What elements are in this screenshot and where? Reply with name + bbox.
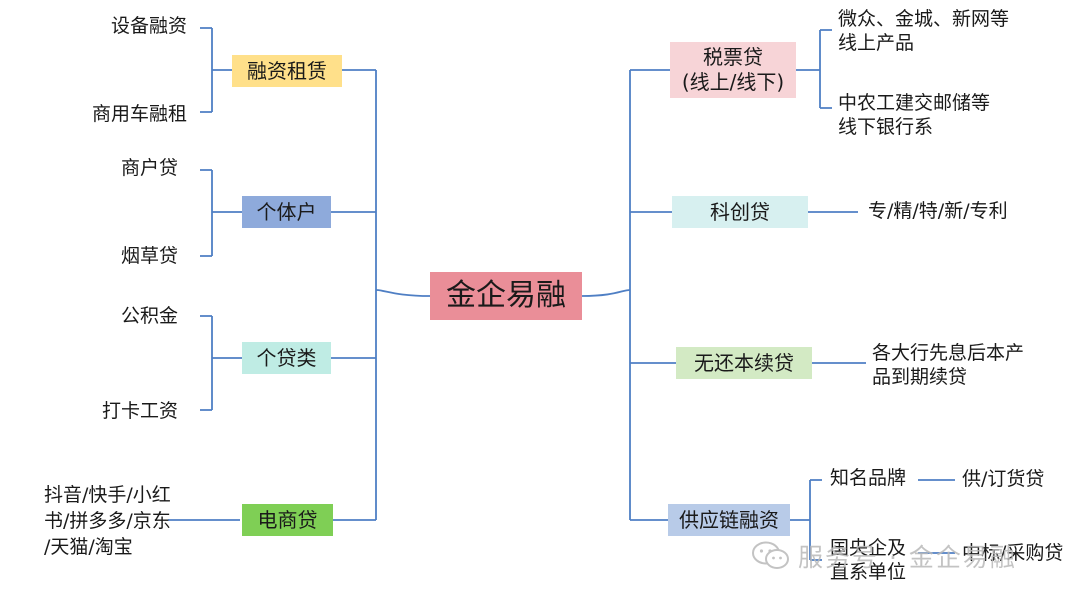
platforms-line-3: /天猫/淘宝 [44,536,133,558]
leaf-line1: 中农工建交邮储等 [838,92,991,114]
connector-center-left [375,289,431,297]
platforms-line-1: 抖音/快手/小红 [44,484,171,506]
node-label-line2: (线上/线下) [681,70,785,94]
center-node[interactable]: 金企易融 [430,272,582,320]
node-rongzi-zulin[interactable]: 融资租赁 [232,55,342,87]
leaf-xianshang-chanpin: 微众、金城、新网等 线上产品 [838,8,1009,56]
leaf-line2: 品到期续贷 [872,365,968,388]
connector-center-right [581,289,631,297]
sub-line1: 国央企及 [830,537,907,559]
node-label: 无还本续贷 [694,350,794,375]
sub-guoyangqi: 国央企及 直系单位 [830,537,906,585]
node-dianshangdai[interactable]: 电商贷 [242,504,333,536]
node-kechuangdai[interactable]: 科创贷 [672,196,808,228]
node-label-line1: 税票贷 [703,45,763,69]
bracket-shuipiao [796,29,832,109]
bracket-gongying [790,479,822,561]
leaf-shebei-rongzi: 设备融资 [110,15,187,37]
leaf-dianshang-platforms: 抖音/快手/小红 书/拼多多/京东 /天猫/淘宝 [44,482,171,560]
node-label: 供应链融资 [679,507,779,532]
node-shuipiaodai[interactable]: 税票贷 (线上/线下) [670,42,796,98]
sub-zhiming-pinpai: 知名品牌 [830,467,907,489]
node-gedailei[interactable]: 个贷类 [242,342,331,374]
leaf-zhuanjingtexin: 专/精/特/新/专利 [868,200,1008,222]
leaf-yancaodai: 烟草贷 [120,245,178,267]
leaf-gongjijin: 公积金 [120,305,178,327]
leaf-shanghudai: 商户贷 [120,157,178,179]
platforms-line-2: 书/拼多多/京东 [44,510,171,532]
node-label: 个贷类 [256,345,317,370]
node-getihu[interactable]: 个体户 [242,196,331,228]
wechat-icon [752,541,789,569]
node-label: 个体户 [256,199,317,224]
sub-line2: 直系单位 [830,560,907,583]
watermark-text: 服务号 · 金企易融 [798,543,1017,572]
node-label: 电商贷 [257,507,318,532]
node-label: 融资租赁 [247,58,327,83]
bracket-rongzi [200,27,232,113]
leaf-zhongbiao-caigou: 中标/采购贷 [962,542,1064,564]
node-gongyinglian-rongzi[interactable]: 供应链融资 [668,504,790,536]
leaf-shangyongche-rongzu: 商用车融租 [91,103,187,125]
leaf-daka-gongzi: 打卡工资 [101,400,178,422]
leaf-line2: 线下银行系 [838,115,934,138]
bracket-gedai [200,315,242,411]
center-node-label: 金企易融 [446,278,566,314]
bracket-getihu [200,169,242,257]
watermark: 服务号 · 金企易融 [752,538,1017,574]
node-label: 科创贷 [710,199,770,224]
node-wuhuanben-xudai[interactable]: 无还本续贷 [676,347,812,379]
leaf-xianxia-yinhang: 中农工建交邮储等 线下银行系 [838,92,990,140]
leaf-xianxi-houben: 各大行先息后本产 品到期续贷 [872,342,1024,390]
leaf-line1: 各大行先息后本产 [872,342,1025,364]
leaf-gong-dinghuodai: 供/订货贷 [962,468,1045,490]
leaf-line2: 线上产品 [838,31,915,54]
leaf-line1: 微众、金城、新网等 [838,8,1010,30]
